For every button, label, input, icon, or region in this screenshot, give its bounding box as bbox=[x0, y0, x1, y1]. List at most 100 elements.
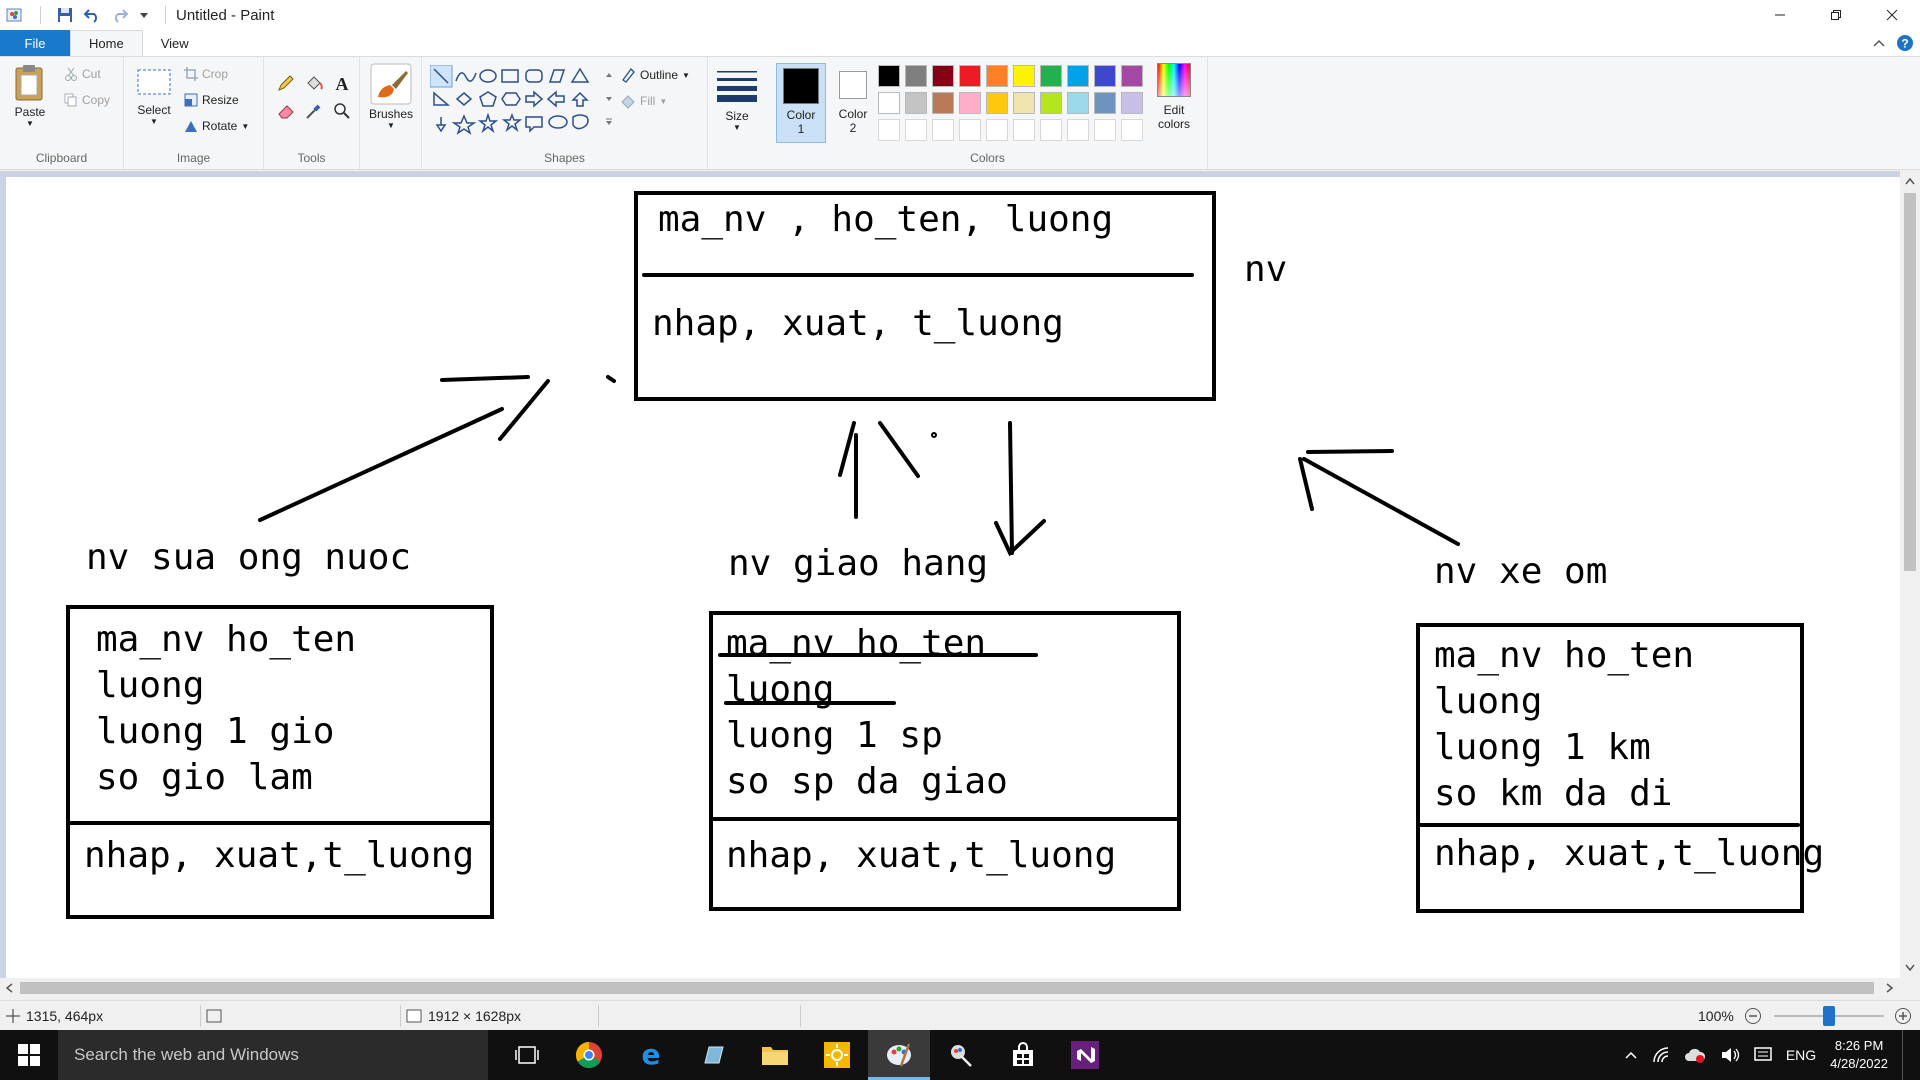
palette-swatch[interactable] bbox=[905, 92, 927, 114]
cursor-position-text: 1315, 464px bbox=[26, 1008, 104, 1024]
custom-color-slot[interactable] bbox=[986, 119, 1008, 141]
palette-swatch[interactable] bbox=[1094, 65, 1116, 87]
taskbar-paint[interactable] bbox=[868, 1030, 930, 1080]
brushes-button[interactable]: Brushes ▼ bbox=[366, 63, 416, 130]
cut-button[interactable]: Cut bbox=[64, 67, 101, 81]
edit-colors-button[interactable]: Edit colors bbox=[1148, 63, 1200, 131]
save-icon[interactable] bbox=[57, 7, 73, 23]
custom-color-slot[interactable] bbox=[878, 119, 900, 141]
select-button[interactable]: Select ▼ bbox=[132, 67, 176, 126]
minimize-button[interactable] bbox=[1752, 0, 1808, 30]
taskbar-edge[interactable]: e bbox=[620, 1030, 682, 1080]
palette-swatch[interactable] bbox=[1067, 92, 1089, 114]
palette-swatch[interactable] bbox=[1121, 65, 1143, 87]
show-desktop-button[interactable] bbox=[1902, 1030, 1908, 1080]
zoom-slider[interactable] bbox=[1774, 1001, 1884, 1031]
palette-swatch[interactable] bbox=[878, 92, 900, 114]
tab-home[interactable]: Home bbox=[70, 30, 143, 56]
task-view-button[interactable] bbox=[496, 1030, 558, 1080]
resize-button[interactable]: Resize bbox=[184, 93, 239, 107]
pencil-icon[interactable] bbox=[276, 73, 296, 93]
copy-button[interactable]: Copy bbox=[64, 93, 110, 107]
palette-swatch[interactable] bbox=[932, 92, 954, 114]
zoom-in-button[interactable] bbox=[1894, 1001, 1912, 1031]
taskbar-store[interactable] bbox=[992, 1030, 1054, 1080]
horizontal-scroll-thumb[interactable] bbox=[20, 982, 1874, 994]
palette-swatch[interactable] bbox=[986, 92, 1008, 114]
drawing-canvas[interactable]: ma_nv , ho_ten, luong nhap, xuat, t_luon… bbox=[6, 177, 1900, 978]
clock[interactable]: 8:26 PM 4/28/2022 bbox=[1830, 1037, 1888, 1073]
zoom-out-button[interactable] bbox=[1744, 1001, 1762, 1031]
tab-file[interactable]: File bbox=[0, 30, 70, 56]
start-button[interactable] bbox=[0, 1030, 58, 1080]
palette-swatch[interactable] bbox=[905, 65, 927, 87]
palette-swatch[interactable] bbox=[878, 65, 900, 87]
maximize-button[interactable] bbox=[1808, 0, 1864, 30]
taskbar-search-box[interactable]: Search the web and Windows bbox=[58, 1030, 488, 1080]
palette-swatch[interactable] bbox=[1040, 65, 1062, 87]
taskbar-file-explorer[interactable] bbox=[744, 1030, 806, 1080]
outline-button[interactable]: Outline ▼ bbox=[620, 67, 690, 83]
custom-color-slot[interactable] bbox=[1067, 119, 1089, 141]
taskbar-visual-studio[interactable] bbox=[1054, 1030, 1116, 1080]
palette-swatch[interactable] bbox=[932, 65, 954, 87]
shapes-gallery[interactable] bbox=[430, 65, 610, 141]
palette-swatch[interactable] bbox=[1013, 92, 1035, 114]
crop-button[interactable]: Crop bbox=[184, 67, 228, 81]
palette-swatch[interactable] bbox=[1013, 65, 1035, 87]
scroll-left-icon[interactable] bbox=[5, 983, 13, 993]
color-picker-icon[interactable] bbox=[304, 101, 324, 121]
custom-color-slot[interactable] bbox=[959, 119, 981, 141]
chevron-up-icon[interactable] bbox=[1624, 1050, 1638, 1060]
scroll-up-icon[interactable] bbox=[1905, 177, 1915, 185]
undo-icon[interactable] bbox=[83, 7, 101, 23]
tab-view[interactable]: View bbox=[160, 35, 189, 51]
taskbar-app-blue[interactable] bbox=[682, 1030, 744, 1080]
fill-button[interactable]: Fill ▼ bbox=[620, 93, 667, 109]
rotate-button[interactable]: Rotate ▼ bbox=[184, 119, 249, 133]
custom-color-slot[interactable] bbox=[905, 119, 927, 141]
custom-color-slot[interactable] bbox=[1121, 119, 1143, 141]
paste-button[interactable]: Paste ▼ bbox=[10, 63, 50, 128]
zoom-slider-thumb[interactable] bbox=[1823, 1006, 1835, 1026]
redo-icon[interactable] bbox=[111, 7, 129, 23]
color2-button[interactable]: Color 2 bbox=[830, 63, 876, 143]
taskbar-chrome[interactable] bbox=[558, 1030, 620, 1080]
size-button[interactable]: Size ▼ bbox=[714, 65, 760, 132]
custom-color-slot[interactable] bbox=[1094, 119, 1116, 141]
volume-icon[interactable] bbox=[1720, 1047, 1740, 1063]
vertical-scrollbar[interactable] bbox=[1900, 171, 1920, 978]
text-tool-icon[interactable]: A bbox=[332, 73, 352, 93]
left-box-label: nv sua ong nuoc bbox=[86, 537, 412, 578]
close-button[interactable] bbox=[1864, 0, 1920, 30]
palette-swatch[interactable] bbox=[959, 92, 981, 114]
palette-swatch[interactable] bbox=[1121, 92, 1143, 114]
customize-toolbar-icon[interactable] bbox=[139, 10, 149, 20]
palette-swatch[interactable] bbox=[986, 65, 1008, 87]
cloud-sync-icon[interactable] bbox=[1684, 1047, 1706, 1063]
language-indicator[interactable]: ENG bbox=[1785, 1047, 1817, 1063]
taskbar-app-snipping[interactable] bbox=[930, 1030, 992, 1080]
horizontal-scrollbar[interactable] bbox=[0, 978, 1900, 998]
vertical-scroll-thumb[interactable] bbox=[1904, 193, 1916, 571]
paste-icon bbox=[15, 65, 43, 101]
scroll-down-icon[interactable] bbox=[1905, 964, 1915, 972]
custom-color-slot[interactable] bbox=[1013, 119, 1035, 141]
color1-button[interactable]: Color 1 bbox=[776, 63, 826, 143]
network-icon[interactable] bbox=[1652, 1047, 1670, 1063]
eraser-icon[interactable] bbox=[276, 101, 296, 121]
custom-color-slot[interactable] bbox=[1040, 119, 1062, 141]
shapes-scroll-icon[interactable] bbox=[604, 65, 614, 141]
magnifier-icon[interactable] bbox=[332, 101, 352, 121]
action-center-icon[interactable] bbox=[1754, 1047, 1772, 1063]
custom-color-slot[interactable] bbox=[932, 119, 954, 141]
palette-swatch[interactable] bbox=[1040, 92, 1062, 114]
palette-swatch[interactable] bbox=[1094, 92, 1116, 114]
palette-swatch[interactable] bbox=[959, 65, 981, 87]
scroll-right-icon[interactable] bbox=[1886, 983, 1894, 993]
minimize-ribbon-icon[interactable] bbox=[1872, 38, 1886, 48]
palette-swatch[interactable] bbox=[1067, 65, 1089, 87]
fill-bucket-icon[interactable] bbox=[304, 73, 324, 93]
help-icon[interactable]: ? bbox=[1896, 34, 1914, 52]
taskbar-app-yellow[interactable] bbox=[806, 1030, 868, 1080]
